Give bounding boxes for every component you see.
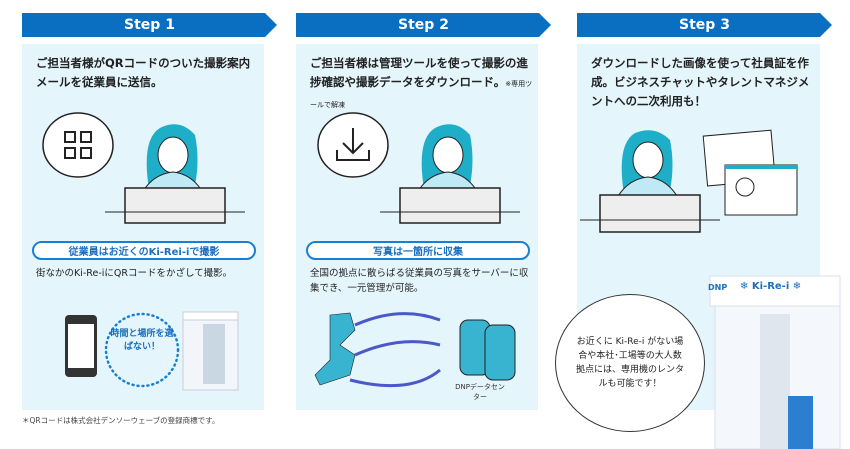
trademark-note: ＊QRコードは株式会社デンソーウェーブの登録商標です。 — [22, 416, 220, 425]
kirei-booth-image — [709, 275, 841, 449]
step2-pill: 写真は一箇所に収集 — [306, 241, 530, 260]
step1-pill: 従業員はお近くのKi-Rei-iで撮影 — [32, 241, 256, 260]
step1-panel: ご担当者様がQRコードのついた撮影案内メールを従業員に送信。 従業員はお近くのK… — [22, 44, 264, 410]
step2-header: Step 2 — [296, 13, 551, 37]
step2-lead-note: ※専用ツールで解凍 — [310, 80, 533, 109]
id-card-icon — [702, 129, 798, 216]
download-icon — [336, 128, 370, 161]
kirei-booth-image — [182, 311, 239, 391]
step1-body: 街なかのKi-Re-iにQRコードをかざして撮影。 — [36, 268, 233, 279]
step2-lead: ご担当者様は管理ツールを使って撮影の進捗確認や撮影データをダウンロード。※専用ツ… — [310, 54, 535, 115]
qr-code-icon — [64, 131, 92, 159]
step3-header: Step 3 — [577, 13, 832, 37]
japan-map-datacenter-illustration — [314, 312, 516, 388]
step1-lead: ご担当者様がQRコードのついた撮影案内メールを従業員に送信。 — [36, 56, 251, 89]
smartphone-kirei-illustration — [65, 311, 239, 391]
database-icon — [459, 319, 516, 381]
step2-body: 全国の拠点に散らばる従業員の写真をサーバーに収集でき、一元管理が可能。 — [310, 268, 529, 294]
person-idcard-illustration — [580, 129, 798, 233]
step3-lead: ダウンロードした画像を使って社員証を作成。ビジネスチャットやタレントマネジメント… — [591, 56, 810, 108]
step1-header: Step 1 — [22, 13, 277, 37]
step2-lead-text: ご担当者様は管理ツールを使って撮影の進捗確認や撮影データをダウンロード。 — [310, 56, 528, 89]
booth-brand: DNP — [708, 283, 728, 292]
step1-circle-text: 時間と場所を選ばない！ — [110, 329, 174, 352]
datacenter-label: DNPデータセンター — [455, 383, 505, 401]
booth-sign: ❄ Ki-Re-i ❄ — [740, 281, 802, 292]
person-download-illustration — [317, 112, 520, 224]
person-qr-illustration — [42, 112, 245, 224]
rental-text: お近くに Ki-Re-i がない場合や本社･工場等の大人数拠点には、専用機のレン… — [575, 337, 684, 389]
rental-speech-bubble: お近くに Ki-Re-i がない場合や本社･工場等の大人数拠点には、専用機のレン… — [555, 294, 705, 432]
